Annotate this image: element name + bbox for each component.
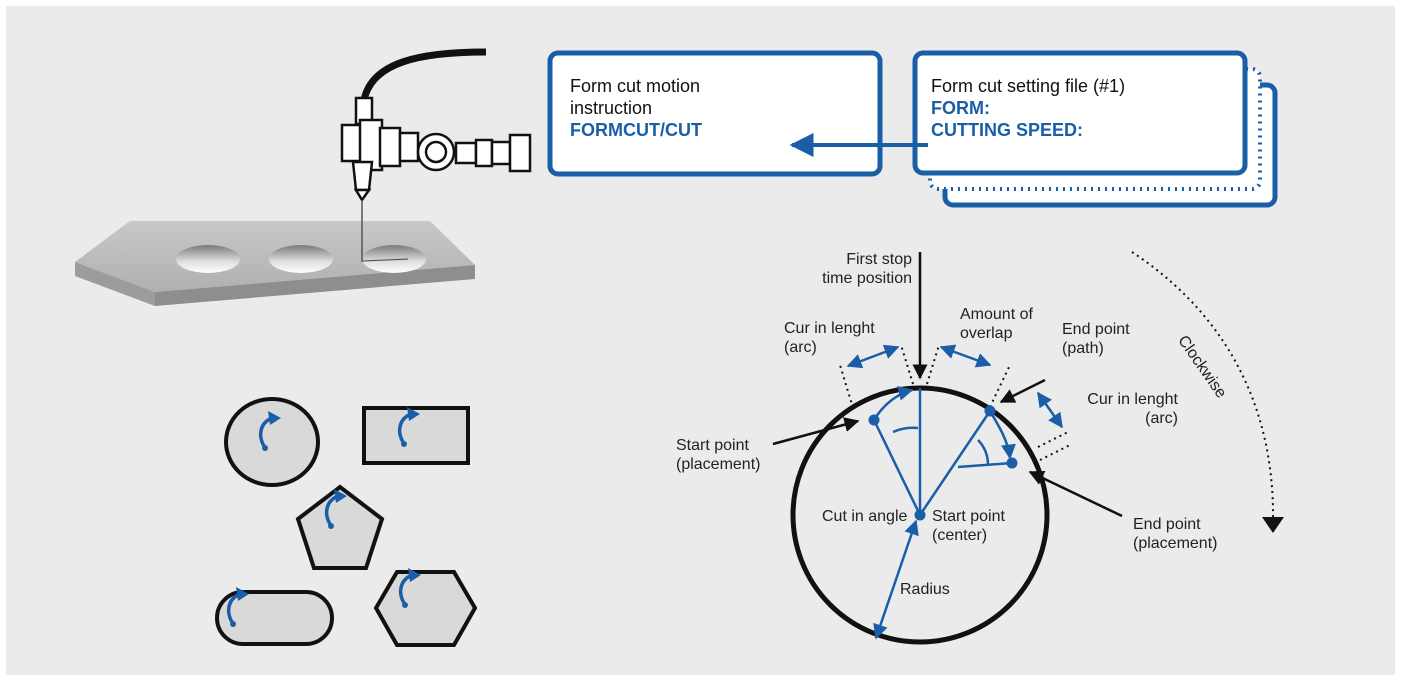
label-cut-length-right: Cur in lenght(arc) — [1087, 391, 1178, 427]
shape-hexagon — [373, 570, 478, 647]
cut-shapes — [215, 397, 478, 647]
end-point-placement-dot — [1006, 457, 1018, 469]
cutting-head-icon — [340, 48, 532, 262]
label-end-point-path: End point(path) — [1062, 321, 1130, 357]
setting-box: Form cut setting file (#1) FORM: CUTTING… — [931, 75, 1241, 141]
label-radius: Radius — [900, 581, 950, 598]
motion-box: Form cut motion instruction FORMCUT/CUT — [570, 75, 870, 141]
setting-box-stack — [912, 50, 1278, 208]
plate-hole-2 — [269, 245, 333, 273]
label-end-point-placement: End point(placement) — [1133, 516, 1218, 552]
clockwise-arrowhead — [1262, 517, 1284, 533]
setting-box-speed: CUTTING SPEED: — [931, 120, 1084, 140]
setting-box-form: FORM: — [931, 98, 990, 118]
plate-hole-3 — [362, 245, 426, 273]
label-start-point-center: Start point(center) — [932, 508, 1005, 544]
label-cut-in-angle: Cut in angle — [822, 508, 908, 525]
cut-direction-icons — [226, 407, 421, 627]
motion-box-code: FORMCUT/CUT — [570, 120, 702, 140]
center-dot — [914, 509, 926, 521]
label-start-point-placement: Start point(placement) — [676, 437, 761, 473]
shape-ellipse — [224, 397, 320, 487]
label-cut-length-left: Cur in lenght(arc) — [784, 320, 875, 356]
shape-rectangle — [362, 406, 470, 465]
end-point-path-dot — [984, 405, 996, 417]
shape-pentagon — [295, 484, 385, 570]
shape-slot — [215, 590, 334, 646]
workpiece-plate — [75, 221, 475, 306]
start-point-placement-dot — [868, 414, 880, 426]
plate-hole-1 — [176, 245, 240, 273]
motion-box-line2: instruction — [570, 98, 653, 118]
setting-box-title: Form cut setting file (#1) — [931, 76, 1126, 96]
motion-box-line1: Form cut motion — [570, 76, 701, 96]
